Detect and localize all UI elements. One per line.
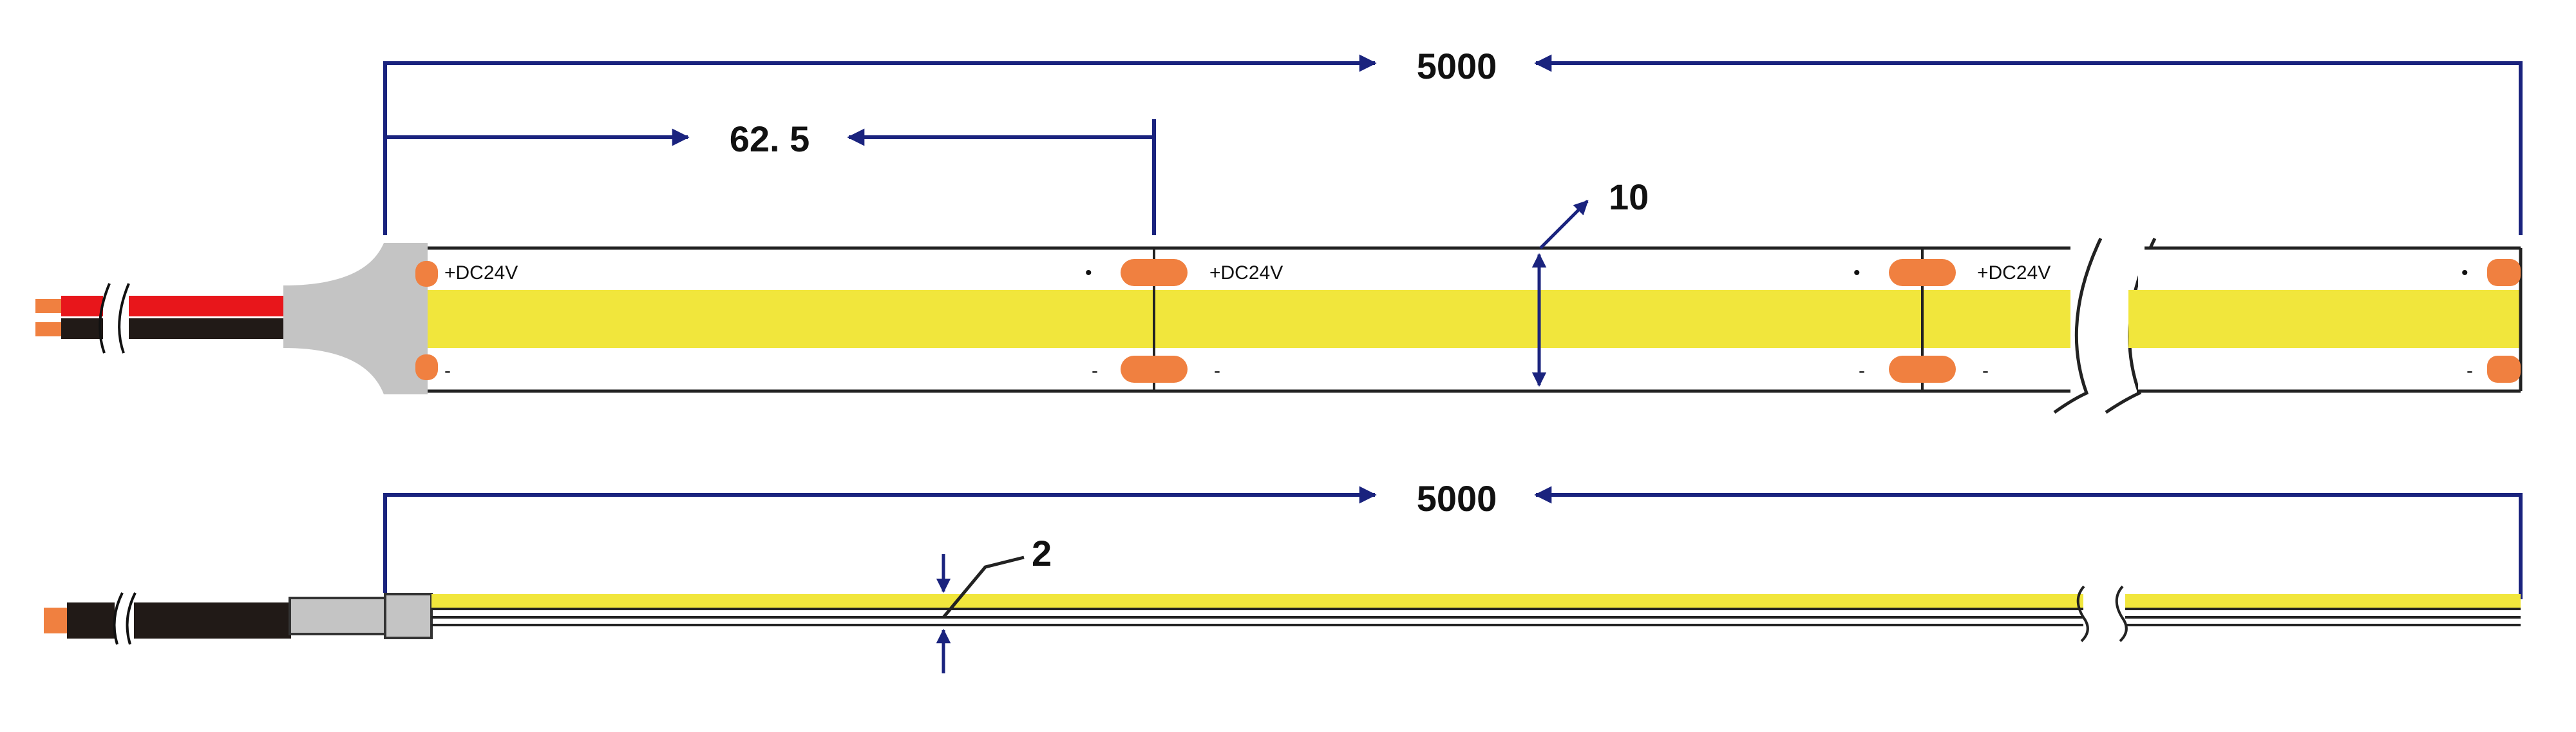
top-view: 5000 62. 5	[35, 46, 2523, 414]
wire-red	[61, 296, 283, 316]
solder-pad	[2487, 356, 2521, 383]
width-label: 10	[1609, 177, 1649, 217]
segment-plus-label: +DC24V	[444, 262, 518, 284]
solder-pads	[415, 259, 2521, 383]
cable-tip	[44, 608, 68, 633]
side-emission-layer-end	[2125, 594, 2521, 608]
cable-break-mark-left	[113, 592, 124, 645]
power-wires	[35, 283, 283, 354]
thickness-leader	[942, 555, 1025, 619]
strip-body-end	[2128, 246, 2523, 393]
segment-plus-label: +DC24V	[1977, 262, 2050, 284]
strip-body-main	[428, 246, 2090, 393]
side-connector	[289, 593, 433, 639]
segment-minus-label: -	[1214, 360, 1220, 381]
side-break-symbol	[2076, 585, 2128, 642]
solder-pad	[1889, 259, 1956, 286]
wire-break-mark-left	[99, 283, 111, 354]
cable-break-mark-right	[126, 592, 137, 645]
segment-minus-label: -	[444, 360, 451, 381]
side-cable	[44, 592, 291, 645]
end-cap	[283, 243, 428, 394]
wire-break-mark-right	[118, 283, 130, 354]
total-length-dimension	[383, 54, 2523, 235]
pad-dot-label: •	[2461, 262, 2468, 284]
segment-plus-label: +DC24V	[1209, 262, 1283, 284]
wire-red-tip	[35, 299, 61, 313]
solder-pad	[1889, 356, 1956, 383]
side-total-length-dimension	[383, 486, 2523, 599]
cut-unit-label: 62. 5	[730, 119, 810, 159]
side-total-length-label: 5000	[1417, 478, 1497, 519]
solder-pad	[2487, 259, 2521, 286]
side-emission-layer	[431, 594, 2083, 608]
connector-body	[289, 597, 388, 635]
side-break-line-right	[2115, 585, 2128, 642]
solder-pad	[415, 261, 438, 287]
side-view: 5000	[44, 478, 2523, 673]
solder-pad	[1121, 259, 1188, 286]
wire-black	[61, 318, 283, 339]
cut-unit-dimension	[385, 119, 1156, 235]
side-strip-profile-end	[2125, 594, 2521, 626]
width-dimension	[1531, 200, 1589, 387]
solder-pad	[1121, 356, 1188, 383]
segment-minus-label: -	[1982, 360, 1989, 381]
total-length-label: 5000	[1417, 46, 1497, 86]
pad-dot-label: •	[1853, 262, 1861, 284]
thickness-dimension	[936, 554, 1025, 673]
pad-dot-label: •	[1085, 262, 1092, 284]
wire-black-tip	[35, 322, 61, 336]
connector-collar	[384, 593, 433, 639]
thickness-label: 2	[1032, 533, 1052, 573]
solder-pad	[415, 354, 438, 380]
segment-minus-label: -	[2467, 360, 2473, 381]
wire-break-gap	[103, 290, 129, 348]
segment-minus-label: -	[1859, 360, 1865, 381]
side-break-line-left	[2076, 585, 2089, 642]
segment-labels: +DC24V - • - +DC24V - • - +DC24V - • -	[444, 262, 2473, 381]
segment-minus-label: -	[1092, 360, 1098, 381]
width-leader	[1539, 200, 1589, 249]
led-emission-band	[428, 290, 2090, 348]
led-emission-band-end	[2128, 290, 2521, 348]
strip-break-line-left	[2053, 237, 2103, 414]
side-strip-profile	[431, 594, 2083, 626]
cable	[67, 602, 291, 639]
